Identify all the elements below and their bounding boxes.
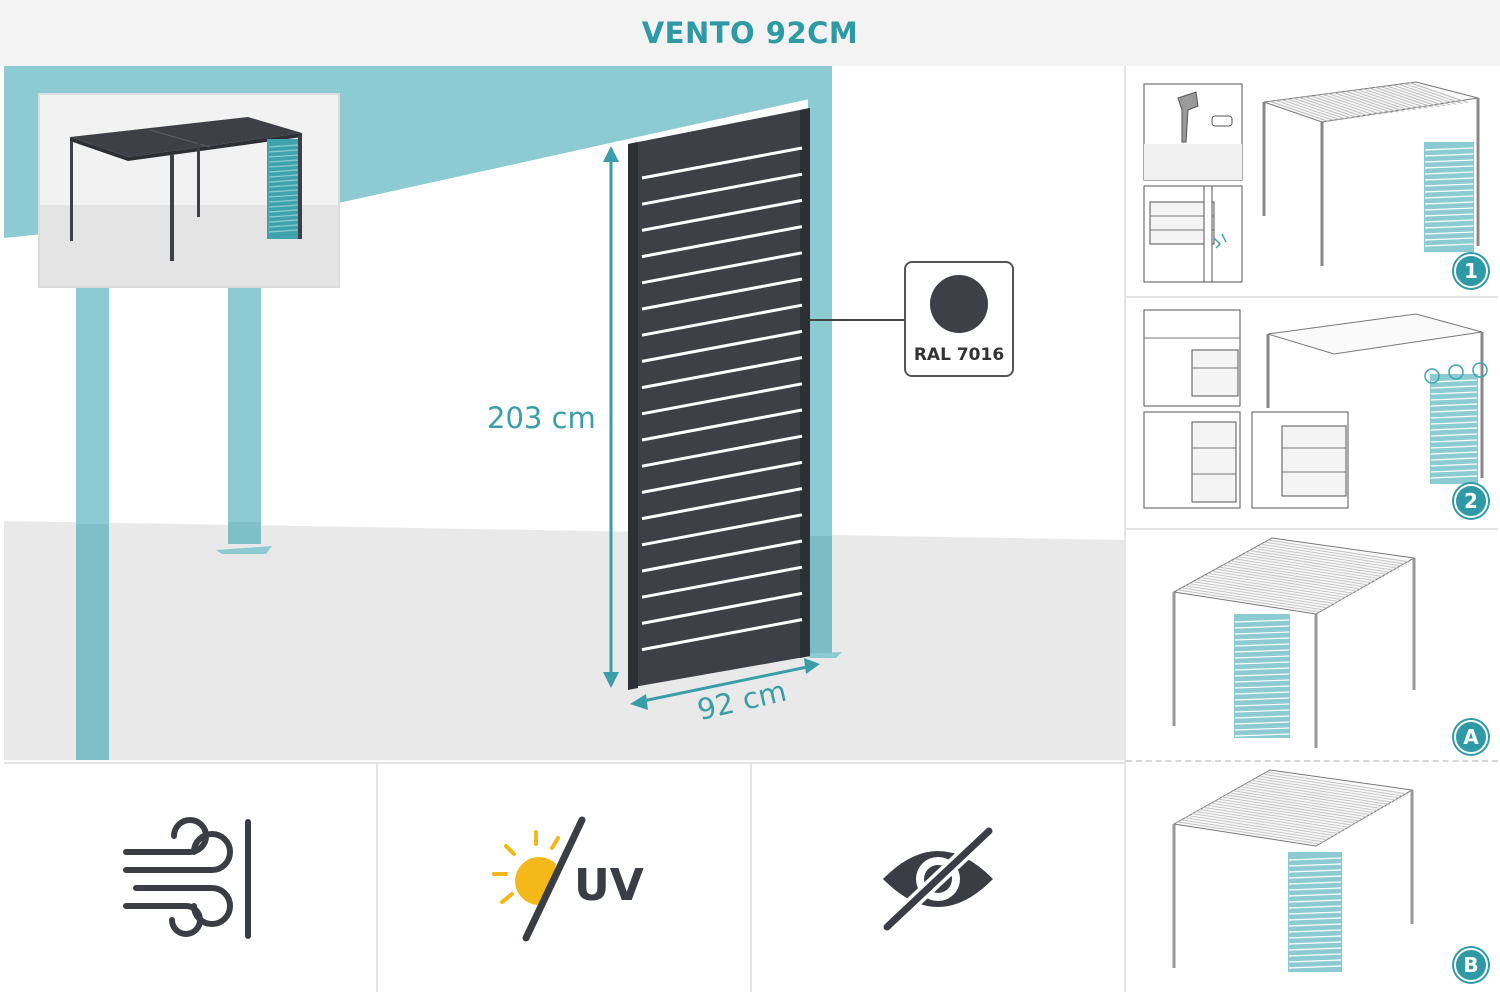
louver-slat-gap: [641, 382, 803, 416]
louver-slat-gap: [641, 356, 803, 390]
height-arrow: [603, 146, 619, 688]
louver-panel: [628, 108, 810, 690]
louver-slat-gap: [641, 487, 803, 521]
uv-protection-icon: UV: [492, 816, 644, 942]
louver-slat-gap: [641, 251, 803, 285]
louver-slat-gap: [641, 513, 803, 547]
option-a-panel: A: [1126, 530, 1498, 762]
feature-uv: UV: [378, 764, 752, 992]
step-1-panel: 1: [1126, 66, 1498, 298]
louver-slat-gap: [641, 172, 803, 206]
page-title: VENTO 92CM: [641, 16, 859, 50]
step-2-panel: 2: [1126, 298, 1498, 530]
louver-slat-gap: [641, 198, 803, 232]
option-badge-b: B: [1454, 948, 1488, 982]
uv-text: UV: [574, 860, 644, 911]
pergola-thumbnail: [38, 93, 340, 288]
width-arrow: [630, 658, 820, 710]
floor: [4, 521, 1124, 760]
louver-slat-gap: [641, 277, 803, 311]
installation-steps: 1 2: [1126, 66, 1498, 992]
column-divider: [1124, 66, 1126, 992]
louver-slat-gap: [641, 434, 803, 468]
left-post-back: [228, 286, 261, 544]
louver-slat-gap: [641, 565, 803, 599]
option-b-panel: B: [1126, 762, 1498, 992]
louver-slat-gap: [641, 225, 803, 259]
color-code-label: RAL 7016: [913, 345, 1005, 365]
louver-slat-gap: [641, 303, 803, 337]
louver-slat-gap: [641, 146, 803, 180]
feature-privacy: [752, 764, 1124, 992]
louver-slat-gap: [641, 329, 803, 363]
color-swatch-card: RAL 7016: [904, 261, 1014, 377]
color-swatch: [930, 275, 988, 333]
louver-slat-gap: [641, 460, 803, 494]
option-badge-a: A: [1454, 720, 1488, 754]
feature-wind: [4, 764, 378, 992]
feature-row: UV: [4, 762, 1124, 992]
wind-protection-icon: [123, 817, 251, 939]
louver-slat-gap: [641, 408, 803, 442]
louver-slat-gap: [641, 539, 803, 573]
louver-slat-gap: [641, 591, 803, 625]
louver-slat-gap: [641, 618, 803, 652]
step-badge-1: 1: [1454, 254, 1488, 288]
privacy-eye-slash-icon: [880, 824, 996, 933]
header: VENTO 92CM: [0, 0, 1500, 66]
step-badge-2: 2: [1454, 484, 1488, 518]
height-dimension-label: 203 cm: [487, 401, 596, 435]
